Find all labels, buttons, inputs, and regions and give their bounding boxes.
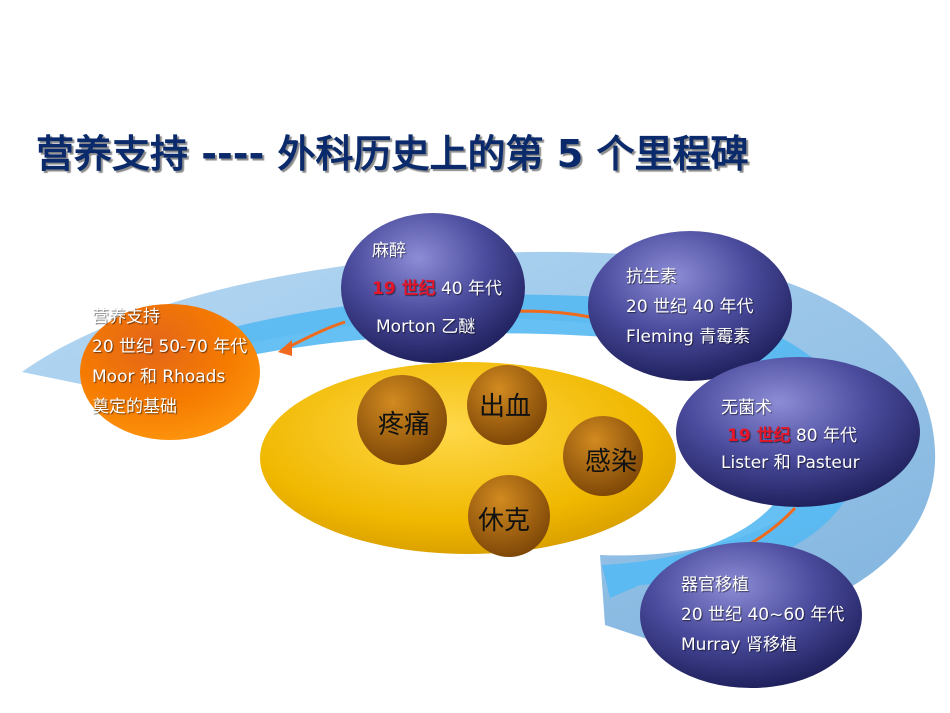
page-title: 营养支持 ---- 外科历史上的第 5 个里程碑 <box>36 132 749 176</box>
core-issue-infection: 感染 <box>585 447 638 477</box>
milestone-transplant: 器官移植 20 世纪 40~60 年代 Murray 肾移植 <box>681 570 844 660</box>
milestone-nutrition: 营养支持 20 世纪 50-70 年代 Moor 和 Rhoads 奠定的基础 <box>92 302 247 422</box>
era-highlight: 19 世纪 <box>372 279 436 299</box>
milestone-era: 20 世纪 40 年代 <box>626 297 754 317</box>
milestone-era: 20 世纪 50-70 年代 <box>92 337 248 357</box>
milestone-antibiotics: 抗生素 20 世纪 40 年代 Fleming 青霉素 <box>626 262 753 352</box>
milestone-era: 19 世纪 40 年代 <box>372 274 502 304</box>
milestone-people: Murray 肾移植 <box>681 635 798 655</box>
milestone-era: 19 世纪 80 年代 <box>721 423 860 449</box>
milestone-name: 无菌术 <box>721 398 772 418</box>
asepsis-circle <box>676 357 920 507</box>
milestone-anesthesia: 麻醉 19 世纪 40 年代 Morton 乙醚 <box>372 236 502 342</box>
milestone-name: 器官移植 <box>681 575 749 595</box>
milestone-people: Lister 和 Pasteur <box>721 453 860 473</box>
pain-bubble <box>357 375 447 465</box>
nutrition-circle <box>80 304 260 440</box>
milestone-era: 20 世纪 40~60 年代 <box>681 605 845 625</box>
era-rest: 80 年代 <box>790 426 858 446</box>
core-issue-bleeding: 出血 <box>479 392 532 422</box>
transplant-circle <box>640 542 862 688</box>
milestone-name: 营养支持 <box>92 307 160 327</box>
anesthesia-circle <box>341 213 525 363</box>
milestone-name: 麻醉 <box>372 241 406 261</box>
milestone-people: Fleming 青霉素 <box>626 327 751 347</box>
infection-bubble <box>563 416 643 496</box>
core-issue-pain: 疼痛 <box>378 410 431 440</box>
milestone-asepsis: 无菌术 19 世纪 80 年代 Lister 和 Pasteur <box>721 393 860 477</box>
core-issue-shock: 休克 <box>478 506 531 536</box>
milestone-people: Moor 和 Rhoads <box>92 367 226 387</box>
bleeding-bubble <box>467 365 547 445</box>
era-highlight: 19 世纪 <box>727 426 791 446</box>
shock-bubble <box>468 475 550 557</box>
milestone-name: 抗生素 <box>626 267 677 287</box>
antibiotics-circle <box>588 231 792 381</box>
milestone-note: 奠定的基础 <box>92 397 177 417</box>
milestone-people: Morton 乙醚 <box>376 317 476 337</box>
era-rest: 40 年代 <box>435 279 503 299</box>
